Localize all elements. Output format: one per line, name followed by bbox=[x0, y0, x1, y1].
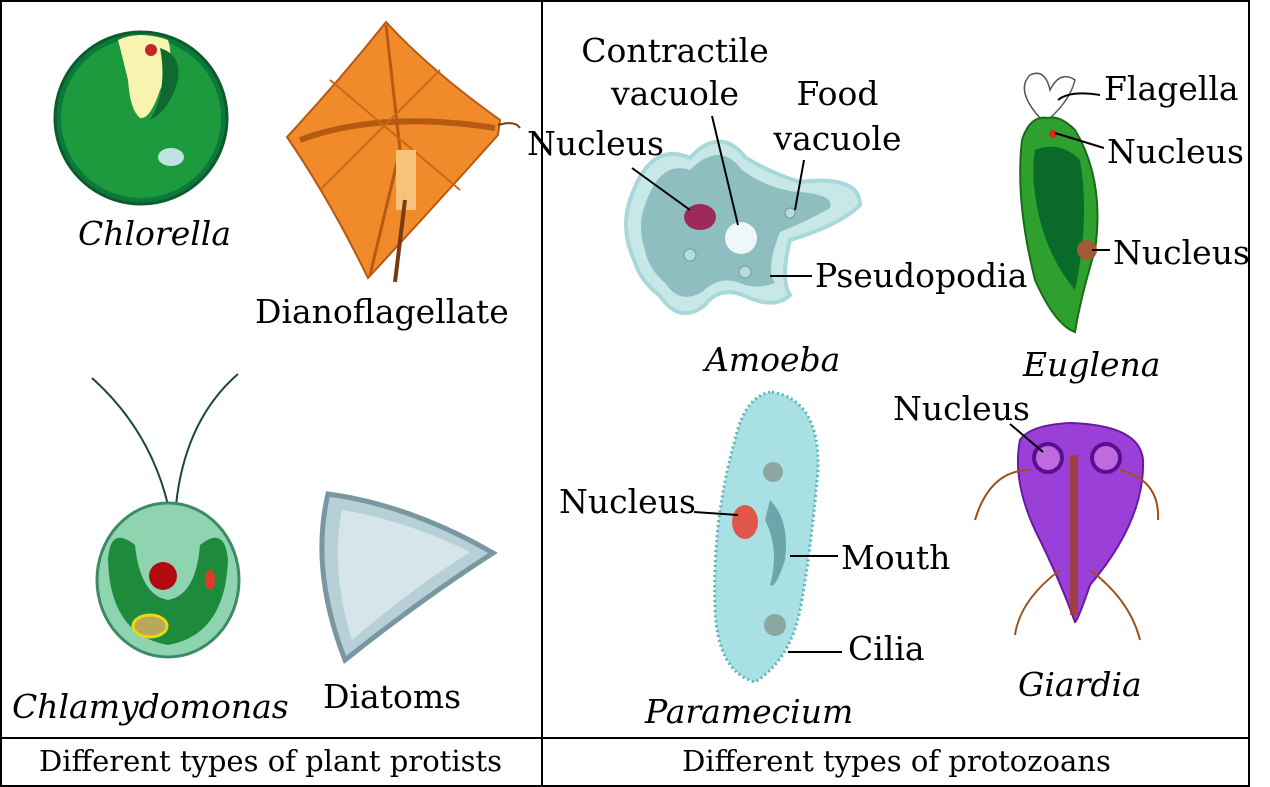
protozoans-caption: Different types of protozoans bbox=[682, 744, 1111, 778]
giardia-illustration bbox=[974, 421, 1160, 641]
diatoms-label: Diatoms bbox=[323, 677, 462, 716]
chlorella-illustration bbox=[53, 30, 229, 206]
chlorella-label: Chlorella bbox=[78, 214, 232, 253]
panel-divider bbox=[541, 0, 543, 787]
euglena-label: Euglena bbox=[1023, 345, 1161, 384]
amoeba-illustration bbox=[624, 115, 863, 316]
caption-divider bbox=[0, 737, 1250, 739]
amoeba-label: Amoeba bbox=[705, 340, 841, 379]
paramecium-label: Paramecium bbox=[645, 692, 854, 731]
mouth-label: Mouth bbox=[841, 538, 951, 577]
paramecium-illustration bbox=[693, 390, 842, 684]
diatom-illustration bbox=[319, 491, 498, 665]
giardia-label: Giardia bbox=[1018, 665, 1142, 704]
food-vacuole-label: Food vacuole bbox=[773, 74, 902, 158]
euglena-nucleus-top-label: Nucleus bbox=[1107, 132, 1244, 171]
cilia-label: Cilia bbox=[848, 629, 925, 668]
giardia-nucleus-label: Nucleus bbox=[893, 389, 1030, 428]
chlamydomonas-illustration bbox=[91, 373, 241, 659]
plant-protists-caption: Different types of plant protists bbox=[38, 744, 503, 778]
euglena-nucleus-label: Nucleus bbox=[1113, 233, 1250, 272]
paramecium-nucleus-label: Nucleus bbox=[559, 482, 696, 521]
flagella-label: Flagella bbox=[1104, 69, 1239, 108]
pseudopodia-label: Pseudopodia bbox=[815, 256, 1028, 295]
chlamydomonas-label: Chlamydomonas bbox=[12, 687, 289, 726]
euglena-illustration bbox=[1019, 72, 1110, 334]
dianoflagellate-label: Dianoflagellate bbox=[255, 292, 509, 331]
dianoflagellate-illustration bbox=[285, 20, 521, 283]
contractile-vacuole-label: Contractile vacuole bbox=[581, 31, 769, 113]
amoeba-nucleus-label: Nucleus bbox=[527, 124, 664, 163]
